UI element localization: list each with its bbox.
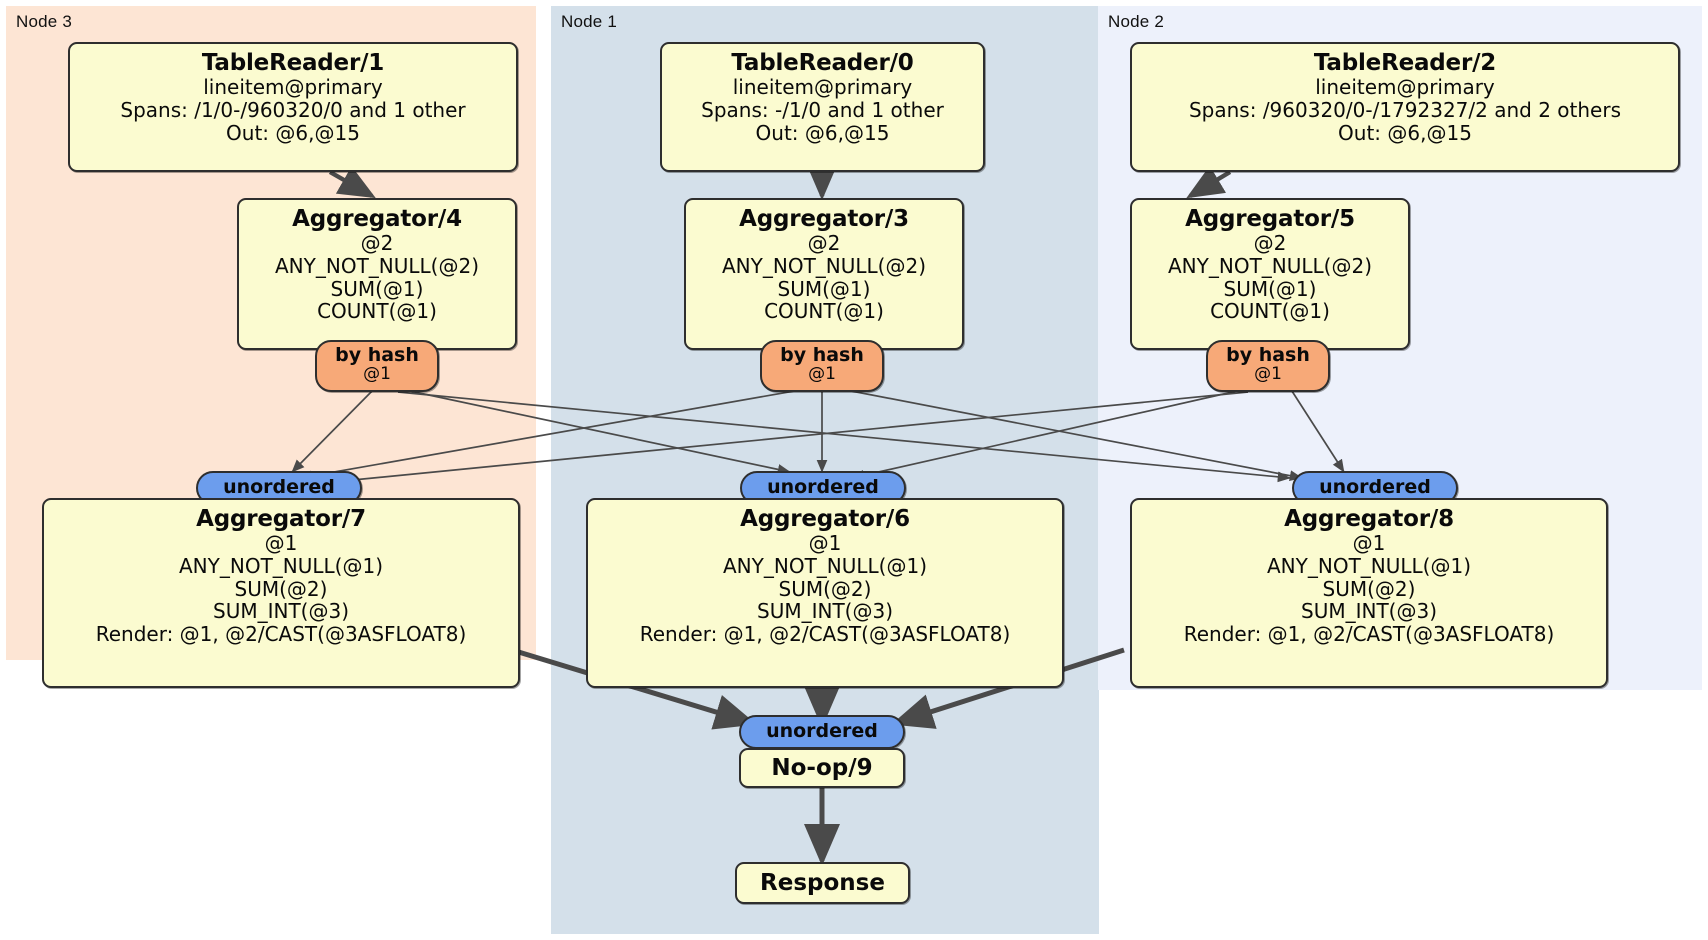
router-kind-label: by hash xyxy=(335,344,419,366)
router-kind-label: unordered xyxy=(223,476,335,498)
processor-line: @2 xyxy=(360,231,394,256)
processor-line: ANY_NOT_NULL(@1) xyxy=(179,554,383,579)
processor-line: COUNT(@1) xyxy=(1210,299,1330,324)
processor-title: TableReader/2 xyxy=(1313,50,1497,76)
node-panel-label: Node 1 xyxy=(561,12,618,31)
router-unordered-final[interactable]: unordered xyxy=(739,715,905,749)
processor-box-table-reader-2[interactable]: TableReader/2 lineitem@primary Spans: /9… xyxy=(1130,42,1680,172)
processor-line: Spans: /1/0-/960320/0 and 1 other xyxy=(120,98,466,123)
processor-line: Render: @1, @2/CAST(@3ASFLOAT8) xyxy=(639,621,1011,646)
node-panel-label: Node 2 xyxy=(1108,12,1165,31)
processor-title: Aggregator/7 xyxy=(196,506,366,532)
processor-box-table-reader-0[interactable]: TableReader/0 lineitem@primary Spans: -/… xyxy=(660,42,985,172)
processor-line: Render: @1, @2/CAST(@3ASFLOAT8) xyxy=(1183,621,1555,646)
router-kind-label: unordered xyxy=(767,476,879,498)
processor-line: COUNT(@1) xyxy=(317,299,437,324)
processor-line: SUM(@1) xyxy=(777,276,871,301)
processor-box-response[interactable]: Response xyxy=(735,862,910,904)
processor-title: TableReader/1 xyxy=(201,50,385,76)
processor-line: @1 xyxy=(1352,531,1386,556)
processor-line: ANY_NOT_NULL(@1) xyxy=(723,554,927,579)
processor-line: lineitem@primary xyxy=(732,75,913,100)
processor-title: TableReader/0 xyxy=(731,50,914,76)
router-kind-label: unordered xyxy=(1319,476,1431,498)
processor-box-aggregator-4[interactable]: Aggregator/4 @2 ANY_NOT_NULL(@2) SUM(@1)… xyxy=(237,198,517,350)
processor-box-aggregator-5[interactable]: Aggregator/5 @2 ANY_NOT_NULL(@2) SUM(@1)… xyxy=(1130,198,1410,350)
processor-line: Render: @1, @2/CAST(@3ASFLOAT8) xyxy=(95,621,467,646)
router-column-label: @1 xyxy=(808,363,836,384)
processor-line: SUM(@2) xyxy=(1322,576,1416,601)
processor-line: SUM(@1) xyxy=(330,276,424,301)
router-kind-label: by hash xyxy=(1226,344,1310,366)
processor-title: Aggregator/4 xyxy=(292,206,462,232)
router-kind-label: unordered xyxy=(766,720,878,742)
processor-title: Aggregator/6 xyxy=(740,506,910,532)
processor-line: lineitem@primary xyxy=(1315,75,1495,100)
processor-line: SUM_INT(@3) xyxy=(213,599,349,624)
processor-box-aggregator-6[interactable]: Aggregator/6 @1 ANY_NOT_NULL(@1) SUM(@2)… xyxy=(586,498,1064,688)
processor-line: @1 xyxy=(808,531,842,556)
processor-line: ANY_NOT_NULL(@2) xyxy=(275,254,479,279)
processor-box-noop-9[interactable]: No-op/9 xyxy=(739,748,905,788)
router-column-label: @1 xyxy=(1254,363,1282,384)
processor-line: Spans: /960320/0-/1792327/2 and 2 others xyxy=(1188,98,1621,123)
processor-line: COUNT(@1) xyxy=(764,299,884,324)
processor-line: ANY_NOT_NULL(@2) xyxy=(722,254,926,279)
processor-line: Out: @6,@15 xyxy=(1338,120,1472,145)
router-kind-label: by hash xyxy=(780,344,864,366)
processor-line: SUM_INT(@3) xyxy=(1301,599,1437,624)
node-panel-label: Node 3 xyxy=(16,12,73,31)
processor-line: Out: @6,@15 xyxy=(755,120,890,145)
router-by-hash-right[interactable]: by hash @1 xyxy=(1206,340,1330,392)
processor-title: Aggregator/5 xyxy=(1185,206,1355,232)
processor-line: Spans: -/1/0 and 1 other xyxy=(701,98,944,123)
router-by-hash-mid[interactable]: by hash @1 xyxy=(760,340,884,392)
processor-box-aggregator-3[interactable]: Aggregator/3 @2 ANY_NOT_NULL(@2) SUM(@1)… xyxy=(684,198,964,350)
processor-line: Out: @6,@15 xyxy=(226,120,360,145)
router-by-hash-left[interactable]: by hash @1 xyxy=(315,340,439,392)
router-column-label: @1 xyxy=(363,363,391,384)
processor-line: @2 xyxy=(807,231,841,256)
processor-line: @1 xyxy=(264,531,298,556)
processor-line: SUM(@2) xyxy=(778,576,872,601)
processor-line: ANY_NOT_NULL(@2) xyxy=(1168,254,1372,279)
processor-line: lineitem@primary xyxy=(203,75,383,100)
processor-line: ANY_NOT_NULL(@1) xyxy=(1267,554,1471,579)
processor-line: SUM(@2) xyxy=(234,576,328,601)
processor-title: Aggregator/8 xyxy=(1284,506,1454,532)
processor-line: SUM(@1) xyxy=(1223,276,1317,301)
processor-line: @2 xyxy=(1253,231,1287,256)
processor-title: Aggregator/3 xyxy=(739,206,909,232)
processor-box-aggregator-7[interactable]: Aggregator/7 @1 ANY_NOT_NULL(@1) SUM(@2)… xyxy=(42,498,520,688)
processor-box-aggregator-8[interactable]: Aggregator/8 @1 ANY_NOT_NULL(@1) SUM(@2)… xyxy=(1130,498,1608,688)
processor-line: SUM_INT(@3) xyxy=(757,599,893,624)
processor-title: No-op/9 xyxy=(771,755,873,781)
processor-box-table-reader-1[interactable]: TableReader/1 lineitem@primary Spans: /1… xyxy=(68,42,518,172)
processor-title: Response xyxy=(760,870,885,896)
